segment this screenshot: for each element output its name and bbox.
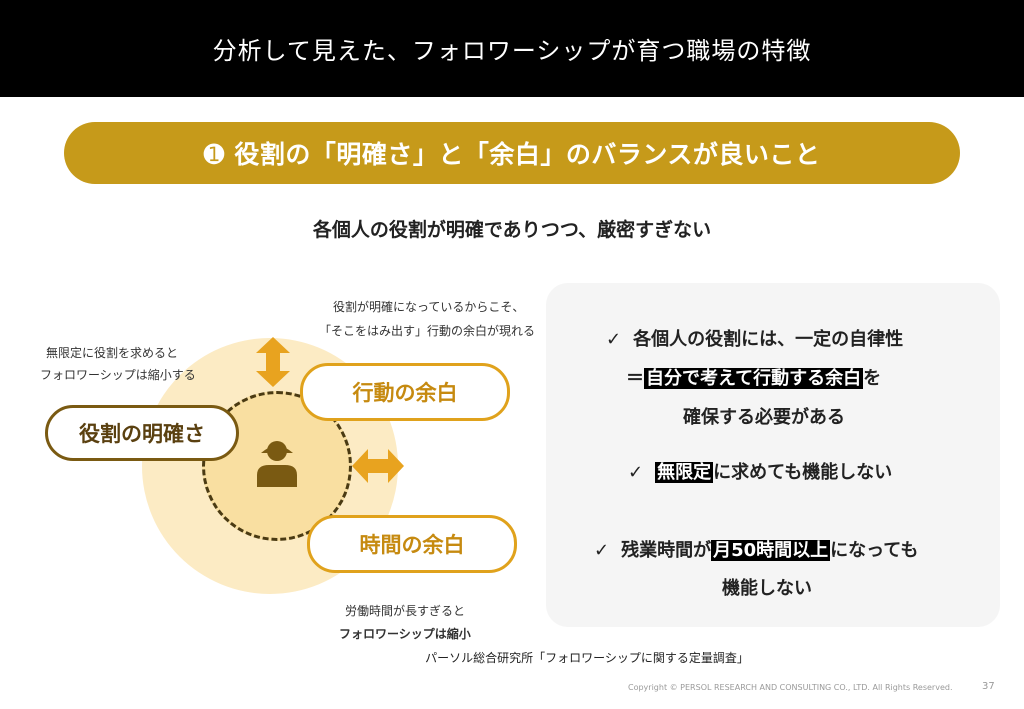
box-action-margin: 行動の余白 bbox=[300, 363, 510, 421]
note-bottom-1: 労働時間が長すぎると bbox=[345, 604, 466, 618]
panel-point-1-line1: ✓ 各個人の役割には、一定の自律性 bbox=[606, 325, 903, 351]
note-top-1: 役割が明確になっているからこそ、 bbox=[333, 300, 525, 314]
point-2-highlight: 無限定 bbox=[655, 462, 714, 483]
point-3-highlight: 月50時間以上 bbox=[711, 540, 831, 561]
point-3-suffix: になっても bbox=[830, 540, 919, 561]
note-left-2: フォロワーシップは縮小する bbox=[40, 368, 196, 382]
header-bar: 分析して見えた、フォロワーシップが育つ職場の特徴 bbox=[0, 0, 1024, 97]
panel-point-3-line1: ✓ 残業時間が月50時間以上になっても bbox=[594, 536, 918, 562]
source-note: パーソル総合研究所「フォロワーシップに関する定量調査」 bbox=[425, 651, 749, 665]
note-top-2: 「そこをはみ出す」行動の余白が現れる bbox=[319, 324, 536, 338]
panel-point-3-line2: 機能しない bbox=[722, 578, 812, 599]
check-icon: ✓ bbox=[594, 540, 610, 561]
vertical-double-arrow-icon bbox=[256, 337, 290, 387]
horizontal-double-arrow-icon bbox=[352, 449, 404, 483]
note-left-1: 無限定に役割を求めると bbox=[46, 346, 179, 360]
point-1-highlight: 自分で考えて行動する余白 bbox=[644, 368, 864, 389]
point-1-suffix: を bbox=[863, 368, 882, 389]
point-2-suffix: に求めても機能しない bbox=[713, 462, 893, 483]
check-icon: ✓ bbox=[628, 462, 644, 483]
check-icon: ✓ bbox=[606, 329, 622, 350]
panel-point-1-line3: 確保する必要がある bbox=[683, 407, 845, 428]
banner-text: ➊ 役割の「明確さ」と「余白」のバランスが良いこと bbox=[203, 140, 821, 169]
point-3-prefix: 残業時間が bbox=[621, 540, 712, 561]
panel-point-2: ✓ 無限定に求めても機能しない bbox=[628, 458, 892, 484]
person-icon bbox=[257, 441, 297, 487]
panel-point-1-line2: ＝自分で考えて行動する余白を bbox=[626, 364, 881, 390]
page-title: 分析して見えた、フォロワーシップが育つ職場の特徴 bbox=[212, 37, 812, 65]
box-time-margin: 時間の余白 bbox=[307, 515, 517, 573]
box-role-clarity: 役割の明確さ bbox=[45, 405, 239, 461]
subtitle: 各個人の役割が明確でありつつ、厳密すぎない bbox=[312, 219, 712, 241]
note-bottom-2: フォロワーシップは縮小 bbox=[339, 627, 471, 641]
point-1-text: 各個人の役割には、一定の自律性 bbox=[633, 329, 904, 350]
copyright: Copyright © PERSOL RESEARCH AND CONSULTI… bbox=[628, 683, 953, 692]
point-1-equal: ＝ bbox=[626, 368, 644, 389]
banner: ➊ 役割の「明確さ」と「余白」のバランスが良いこと bbox=[64, 122, 960, 184]
info-panel bbox=[546, 283, 1000, 627]
page-number: 37 bbox=[982, 681, 995, 692]
